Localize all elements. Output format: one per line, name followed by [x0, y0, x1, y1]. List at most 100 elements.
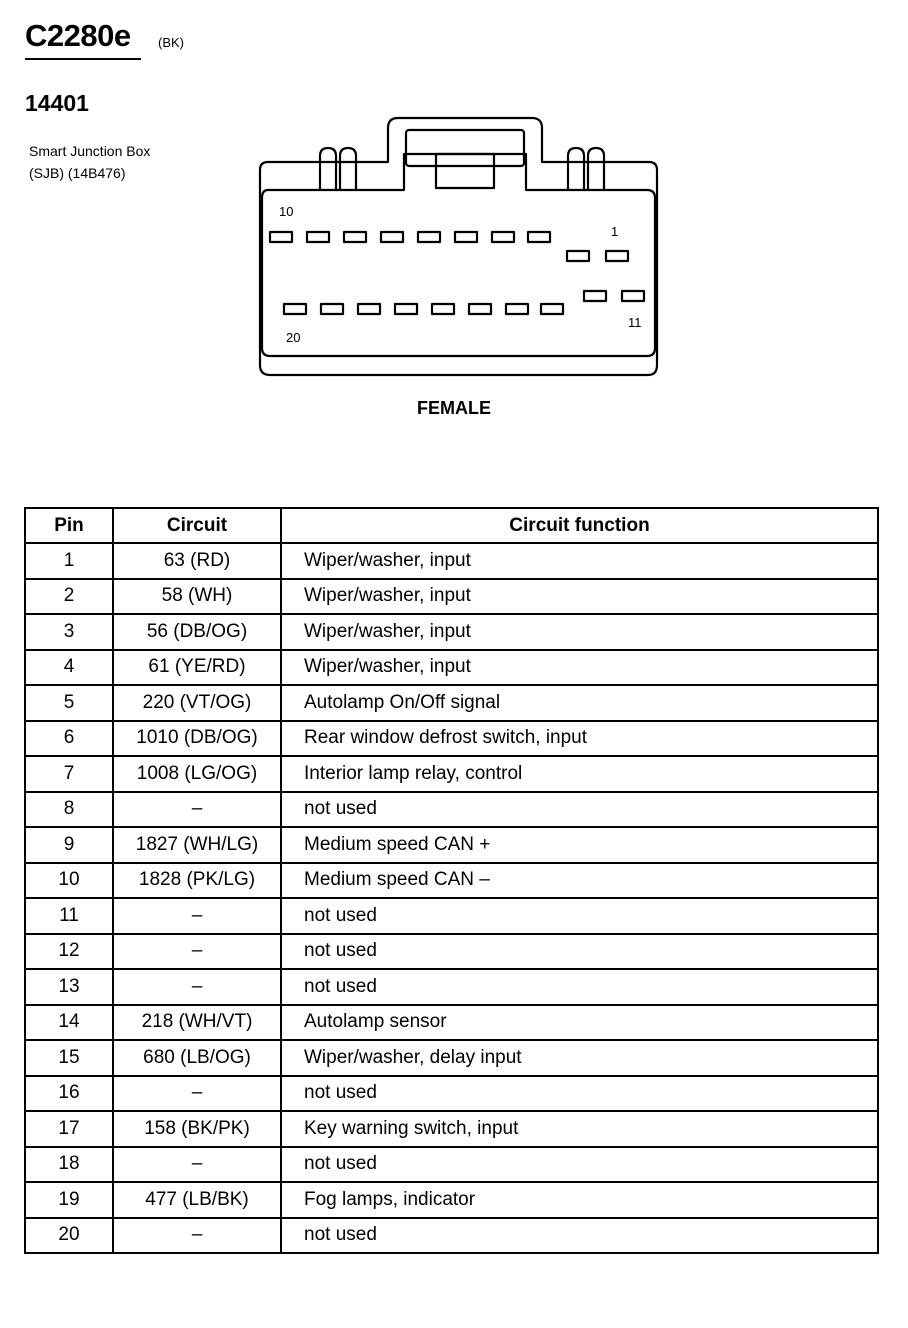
circuit-cell: –	[112, 1145, 282, 1183]
pin-cell: 20	[24, 1216, 114, 1254]
table-header-row: Pin Circuit Circuit function	[24, 507, 879, 544]
pin-cell: 3	[24, 613, 114, 651]
circuit-cell: 63 (RD)	[112, 542, 282, 580]
latch-window	[404, 128, 526, 168]
part-number: 14401	[25, 90, 89, 116]
connector-face-diagram: 10 1 20 11	[258, 116, 659, 377]
table-row: 16–not used	[24, 1074, 879, 1112]
circuit-cell: 477 (LB/BK)	[112, 1181, 282, 1219]
pin-slot	[430, 302, 456, 316]
function-cell: not used	[280, 1145, 879, 1183]
function-cell: Key warning switch, input	[280, 1110, 879, 1148]
pin-cell: 6	[24, 719, 114, 757]
circuit-cell: 1010 (DB/OG)	[112, 719, 282, 757]
pin-cell: 7	[24, 755, 114, 793]
function-cell: not used	[280, 932, 879, 970]
pin-cell: 17	[24, 1110, 114, 1148]
connector-color: (BK)	[158, 35, 184, 50]
pin-label-1: 1	[611, 224, 618, 239]
left-rib	[318, 146, 338, 190]
pin-cell: 16	[24, 1074, 114, 1112]
pin-slot	[379, 230, 405, 244]
left-rib	[338, 146, 358, 190]
pin-cell: 12	[24, 932, 114, 970]
circuit-cell: 680 (LB/OG)	[112, 1039, 282, 1077]
table-row: 13–not used	[24, 968, 879, 1006]
function-cell: Wiper/washer, input	[280, 648, 879, 686]
pin-slot	[582, 289, 608, 303]
table-row: 11–not used	[24, 897, 879, 935]
function-cell: Wiper/washer, input	[280, 542, 879, 580]
pin-cell: 13	[24, 968, 114, 1006]
pin-slot	[319, 302, 345, 316]
connector-id: C2280e	[25, 18, 131, 53]
circuit-cell: –	[112, 1074, 282, 1112]
pin-slot	[620, 289, 646, 303]
circuit-cell: 218 (WH/VT)	[112, 1003, 282, 1041]
circuit-cell: –	[112, 897, 282, 935]
pin-slot	[393, 302, 419, 316]
function-cell: Wiper/washer, input	[280, 577, 879, 615]
pin-slot	[282, 302, 308, 316]
function-cell: not used	[280, 790, 879, 828]
header-function: Circuit function	[280, 507, 879, 544]
table-row: 18–not used	[24, 1145, 879, 1183]
pin-slot	[504, 302, 530, 316]
connector-outline	[258, 116, 659, 377]
function-cell: Wiper/washer, input	[280, 613, 879, 651]
circuit-cell: 58 (WH)	[112, 577, 282, 615]
function-cell: Autolamp On/Off signal	[280, 684, 879, 722]
circuit-cell: 1828 (PK/LG)	[112, 861, 282, 899]
pin-label-11: 11	[628, 315, 642, 330]
function-cell: Autolamp sensor	[280, 1003, 879, 1041]
pin-cell: 4	[24, 648, 114, 686]
header-pin: Pin	[24, 507, 114, 544]
pin-cell: 2	[24, 577, 114, 615]
circuit-cell: 158 (BK/PK)	[112, 1110, 282, 1148]
pin-slot	[356, 302, 382, 316]
table-row: 12–not used	[24, 932, 879, 970]
pin-slot	[604, 249, 630, 263]
pin-slot	[565, 249, 591, 263]
pin-slot	[268, 230, 294, 244]
pin-cell: 14	[24, 1003, 114, 1041]
pin-slot	[539, 302, 565, 316]
circuit-cell: –	[112, 932, 282, 970]
circuit-cell: 1008 (LG/OG)	[112, 755, 282, 793]
description-line-1: Smart Junction Box	[29, 143, 151, 159]
table-row: 8–not used	[24, 790, 879, 828]
pin-cell: 5	[24, 684, 114, 722]
circuit-cell: 61 (YE/RD)	[112, 648, 282, 686]
function-cell: Wiper/washer, delay input	[280, 1039, 879, 1077]
pin-slot	[305, 230, 331, 244]
description-line-2: (SJB) (14B476)	[29, 165, 126, 181]
pin-cell: 11	[24, 897, 114, 935]
pin-cell: 8	[24, 790, 114, 828]
pin-slot	[467, 302, 493, 316]
function-cell: not used	[280, 1074, 879, 1112]
pin-cell: 15	[24, 1039, 114, 1077]
circuit-cell: 56 (DB/OG)	[112, 613, 282, 651]
circuit-cell: –	[112, 968, 282, 1006]
function-cell: not used	[280, 1216, 879, 1254]
pin-slot	[342, 230, 368, 244]
connector-gender: FEMALE	[417, 398, 491, 418]
pin-cell: 18	[24, 1145, 114, 1183]
pin-cell: 9	[24, 826, 114, 864]
pin-cell: 19	[24, 1181, 114, 1219]
function-cell: not used	[280, 897, 879, 935]
circuit-cell: –	[112, 790, 282, 828]
right-rib	[566, 146, 586, 190]
pin-slot	[490, 230, 516, 244]
right-rib	[586, 146, 606, 190]
circuit-cell: –	[112, 1216, 282, 1254]
